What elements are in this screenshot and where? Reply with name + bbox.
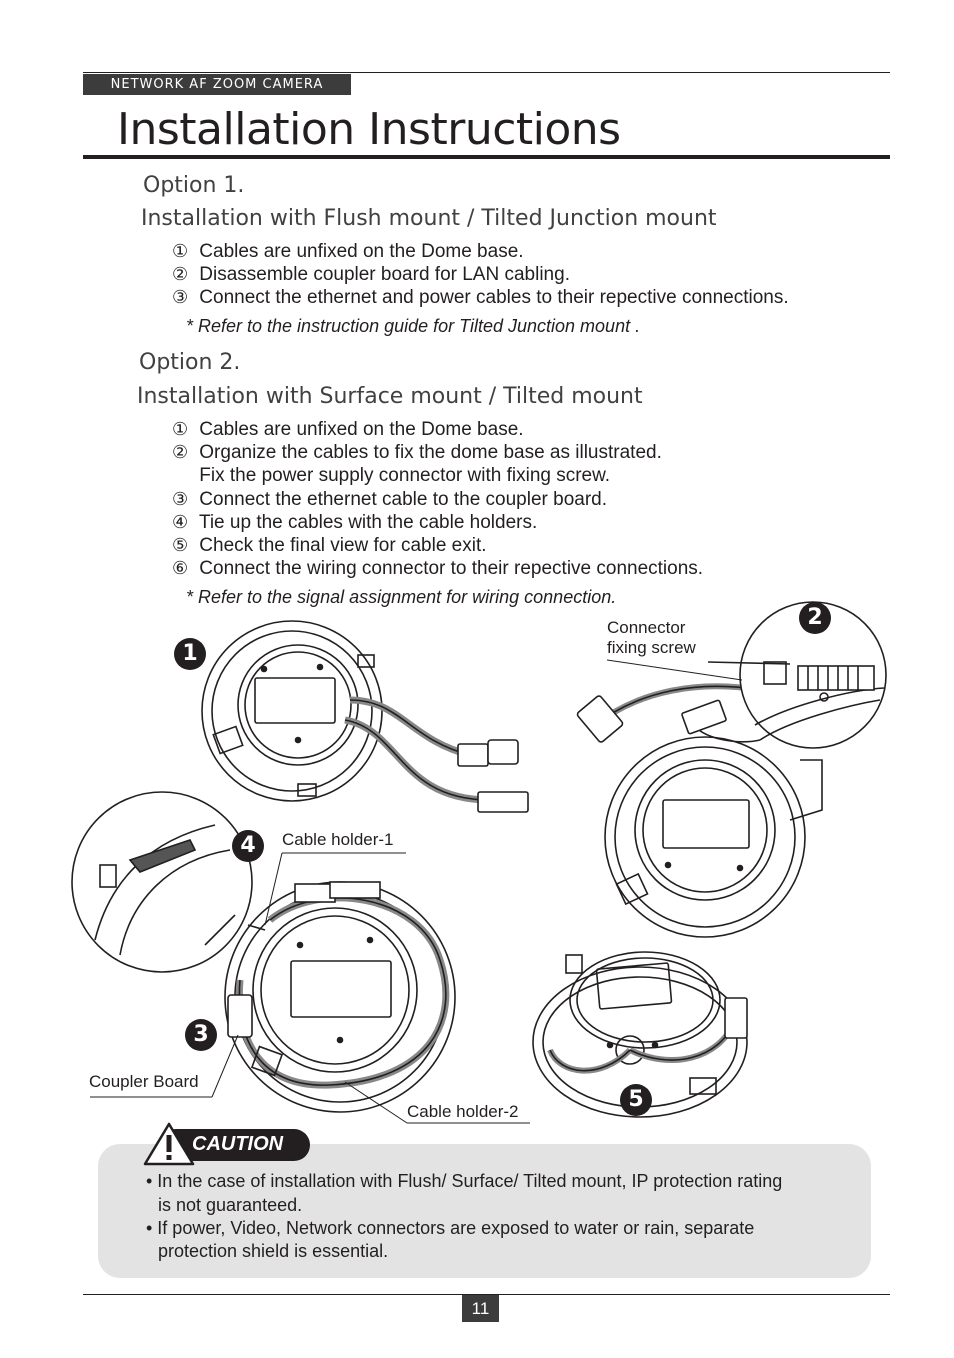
option2-step: ⑤ Check the final view for cable exit. <box>172 534 487 557</box>
step-badge-5: 5 <box>620 1084 652 1116</box>
option2-step: ② Organize the cables to fix the dome ba… <box>172 441 662 464</box>
step-number: ⑤ <box>172 535 189 556</box>
header-tag: NETWORK AF ZOOM CAMERA <box>83 74 351 95</box>
caution-box <box>98 1144 871 1278</box>
step-badge-3: 3 <box>185 1019 217 1051</box>
label-connector: Connector <box>607 618 686 637</box>
step-text: Connect the ethernet and power cables to… <box>199 287 789 308</box>
caution-title: CAUTION <box>192 1133 284 1155</box>
option1-note: * Refer to the instruction guide for Til… <box>186 316 641 336</box>
step-text: Disassemble coupler board for LAN cablin… <box>199 264 570 285</box>
option1-step: ① Cables are unfixed on the Dome base. <box>172 240 524 263</box>
step-text: Fix the power supply connector with fixi… <box>199 465 611 486</box>
step-number: ⑥ <box>172 558 189 579</box>
dome-base-figure-1 <box>201 620 529 813</box>
option2-step: ③ Connect the ethernet cable to the coup… <box>172 488 607 511</box>
page-number: 11 <box>462 1295 499 1322</box>
label-coupler-board: Coupler Board <box>89 1072 199 1091</box>
label-fixing-screw: fixing screw <box>607 638 696 657</box>
step-number: ① <box>172 419 189 440</box>
caution-bullet-2-line2: protection shield is essential. <box>158 1241 389 1261</box>
dome-base-figure-3 <box>71 791 456 1113</box>
caution-bullet-1-line2: is not guaranteed. <box>158 1195 303 1215</box>
footer-rule <box>83 1294 890 1295</box>
option2-subheading: Installation with Surface mount / Tilted… <box>137 384 643 409</box>
dome-base-figure-2 <box>576 601 887 938</box>
step-text: Connect the wiring connector to their re… <box>199 558 704 579</box>
step-text: Organize the cables to fix the dome base… <box>199 442 662 463</box>
header-top-rule <box>83 72 890 73</box>
option1-step: ② Disassemble coupler board for LAN cabl… <box>172 263 570 286</box>
coupler-leader-line <box>211 1034 239 1098</box>
option1-heading: Option 1. <box>143 173 245 198</box>
holder2-leader-line <box>344 1081 408 1124</box>
holder1-leader-line <box>264 852 283 926</box>
step-text: Tie up the cables with the cable holders… <box>198 512 538 533</box>
step-text: Cables are unfixed on the Dome base. <box>199 241 524 262</box>
option2-step: ① Cables are unfixed on the Dome base. <box>172 418 524 441</box>
step-text: Cables are unfixed on the Dome base. <box>199 419 524 440</box>
step-number: ① <box>172 241 189 262</box>
step-text: Connect the ethernet cable to the couple… <box>199 489 608 510</box>
step-number: ④ <box>172 512 189 533</box>
option2-step: ④ Tie up the cables with the cable holde… <box>172 511 537 534</box>
caution-bullet-2-line1: • If power, Video, Network connectors ar… <box>146 1218 755 1238</box>
option2-step: ⑥ Connect the wiring connector to their … <box>172 557 703 580</box>
step-number: ② <box>172 264 189 285</box>
label-cable-holder-1: Cable holder-1 <box>282 830 394 849</box>
step-text: Check the final view for cable exit. <box>199 535 487 556</box>
step-number: ③ <box>172 489 189 510</box>
connector-leader-line <box>606 659 743 681</box>
page-title: Installation Instructions <box>117 104 621 155</box>
option1-subheading: Installation with Flush mount / Tilted J… <box>141 206 717 231</box>
step-number: ② <box>172 442 189 463</box>
option1-step: ③ Connect the ethernet and power cables … <box>172 286 789 309</box>
step-badge-4: 4 <box>232 830 264 862</box>
step-badge-1: 1 <box>174 638 206 670</box>
option2-heading: Option 2. <box>139 350 241 375</box>
step-number: ③ <box>172 287 189 308</box>
title-rule <box>83 155 890 159</box>
option2-note: * Refer to the signal assignment for wir… <box>186 587 617 607</box>
step-badge-2: 2 <box>799 602 831 634</box>
label-cable-holder-2: Cable holder-2 <box>407 1102 519 1121</box>
option2-step: Fix the power supply connector with fixi… <box>172 464 610 487</box>
caution-bullet-1-line1: • In the case of installation with Flush… <box>146 1171 783 1191</box>
